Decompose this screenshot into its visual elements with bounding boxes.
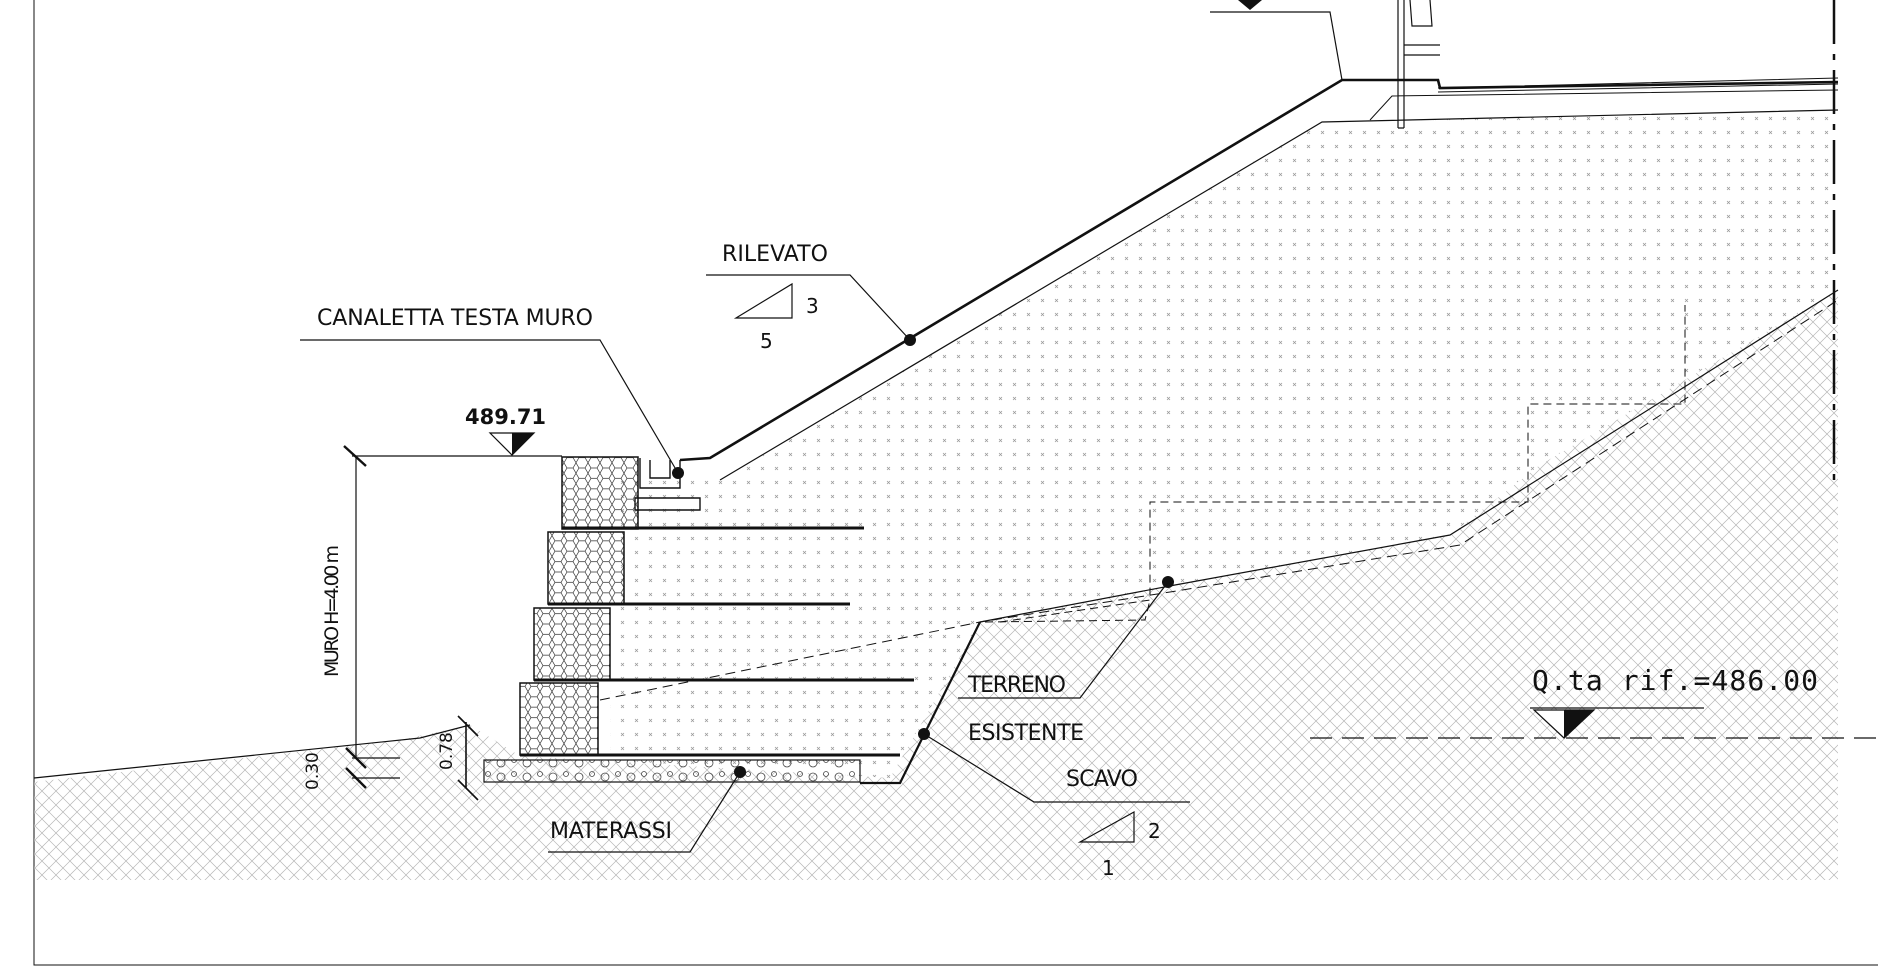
top-level-marker xyxy=(1238,0,1262,10)
dim-078-lines xyxy=(457,715,479,801)
benching-steps-lower xyxy=(984,599,1151,623)
geogrid-layers xyxy=(520,526,914,757)
dim-078-label: 0.78 xyxy=(437,732,457,770)
frame-border xyxy=(33,0,1878,966)
scavo-slope-v: 2 xyxy=(1148,819,1161,843)
road-lines xyxy=(1369,77,1839,121)
guardrail-post xyxy=(1397,0,1440,129)
scavo-leader xyxy=(923,733,1190,803)
rilevato-leader xyxy=(706,274,911,341)
canaletta-label: CANALETTA TESTA MURO xyxy=(317,306,593,331)
embankment-fill-area xyxy=(610,110,1838,778)
rilevato-slope-v: 3 xyxy=(806,294,819,318)
dim-030-label: 0.30 xyxy=(303,752,323,790)
terreno-leader xyxy=(958,581,1169,699)
gabion-block-2 xyxy=(547,531,625,605)
rilevato-slope-h: 5 xyxy=(760,329,773,353)
quota-top-marker-fill xyxy=(512,433,534,455)
rilevato-label: RILEVATO xyxy=(722,242,828,267)
quota-rif-label: Q.ta rif.=486.00 xyxy=(1532,664,1818,697)
muro-dimension-lines xyxy=(352,455,562,779)
excavation-line xyxy=(860,621,981,785)
benching-steps xyxy=(999,305,1686,623)
terreno-label: TERRENO xyxy=(967,673,1066,698)
ground-surface-line xyxy=(33,724,471,779)
existing-ground-dashed xyxy=(599,299,1839,701)
existing-ground-area xyxy=(34,290,1838,880)
canaletta-leader xyxy=(300,339,679,474)
scavo-label: SCAVO xyxy=(1066,767,1138,792)
materassi-leader xyxy=(548,771,741,853)
gabion-block-3 xyxy=(533,607,611,681)
materassi-label: MATERASSI xyxy=(550,819,672,844)
top-leader-line xyxy=(1210,11,1343,81)
quota-rif-marker-fill xyxy=(1564,710,1594,738)
rilevato-slope-symbol xyxy=(733,282,793,319)
scavo-slope-h: 1 xyxy=(1102,856,1115,880)
esistente-label: ESISTENTE xyxy=(968,721,1084,746)
embankment-slope-line xyxy=(679,78,1839,462)
existing-ground-line xyxy=(979,289,1839,623)
gabion-block-4 xyxy=(519,682,599,756)
scavo-slope-symbol xyxy=(1077,810,1135,843)
muro-height-label: MURO H=4.00 m xyxy=(321,545,343,677)
mattress-base xyxy=(483,759,861,783)
dimension-ticks xyxy=(343,445,367,789)
quota-top-label: 489.71 xyxy=(465,405,546,429)
embankment-inner-line xyxy=(719,109,1839,481)
gabion-block-1 xyxy=(561,456,639,530)
